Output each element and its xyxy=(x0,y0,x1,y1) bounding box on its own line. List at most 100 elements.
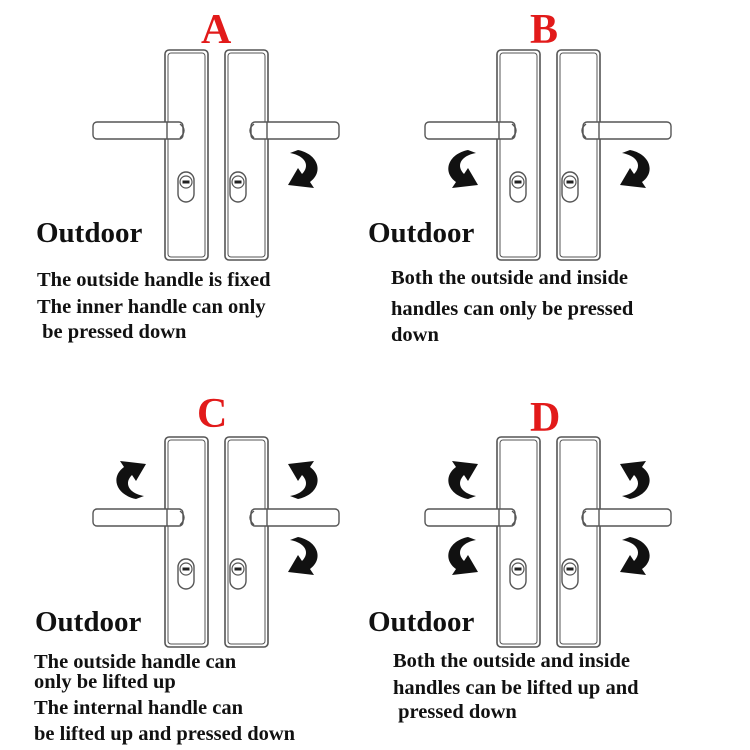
arrow-inside-down-icon xyxy=(620,537,650,575)
outside-plate xyxy=(164,49,209,261)
plate-inner xyxy=(559,439,598,645)
plate-inner xyxy=(499,52,538,258)
lock-group xyxy=(424,49,672,261)
inside-plate xyxy=(556,49,601,261)
handle-rose xyxy=(249,510,255,526)
plate-outer xyxy=(224,436,269,648)
lock-diagram xyxy=(92,49,340,261)
keyhole-ring xyxy=(511,175,525,189)
keyhole-slot xyxy=(182,180,190,184)
key-cylinder xyxy=(177,171,195,203)
keyhole-slot xyxy=(566,567,574,571)
caption: The outside handle is fixed The inner ha… xyxy=(37,270,271,343)
keyhole-slot xyxy=(182,567,190,571)
plate-outer xyxy=(556,49,601,261)
lock-group xyxy=(92,436,340,648)
key-cylinder xyxy=(561,171,579,203)
arrow-inside-up-icon xyxy=(620,461,650,499)
handle-rose xyxy=(511,123,517,139)
arrow-inside-up-icon xyxy=(288,461,318,499)
keyhole-ring xyxy=(511,562,525,576)
inside-plate xyxy=(224,436,269,648)
lock-group xyxy=(92,49,340,261)
plate-outer xyxy=(164,436,209,648)
handle-rose xyxy=(511,510,517,526)
plate-outer xyxy=(224,49,269,261)
caption-line: Both the outside and inside xyxy=(391,267,628,289)
panel-b: B Outdoor Both the outside and inside ha… xyxy=(368,0,750,375)
caption-line: down xyxy=(391,324,439,346)
outside-plate xyxy=(496,436,541,648)
arrow-outside-down-icon xyxy=(448,150,478,188)
arrow-outside-up-icon xyxy=(116,461,146,499)
handle-rose xyxy=(581,123,587,139)
handle-rose xyxy=(249,123,255,139)
plate-outer xyxy=(496,49,541,261)
plate-inner xyxy=(499,439,538,645)
keyhole-slot xyxy=(514,180,522,184)
inside-handle xyxy=(581,508,672,527)
handle-lever xyxy=(424,508,516,527)
panel-letter: C xyxy=(197,391,228,437)
key-cylinder xyxy=(561,558,579,590)
keyhole-slot xyxy=(234,567,242,571)
handle-rose xyxy=(179,510,185,526)
caption: Both the outside and inside handles can … xyxy=(393,651,639,723)
key-cylinder xyxy=(509,558,527,590)
inside-handle xyxy=(249,121,340,140)
key-cylinder xyxy=(509,171,527,203)
caption-line: Both the outside and inside xyxy=(393,650,630,672)
outside-handle xyxy=(424,121,517,140)
inside-plate xyxy=(224,49,269,261)
panel-letter: D xyxy=(530,395,561,441)
key-cylinder xyxy=(177,558,195,590)
caption-line: handles can be lifted up and xyxy=(393,677,639,699)
handle-lever xyxy=(582,508,672,527)
outside-plate xyxy=(164,436,209,648)
caption-line: handles can only be pressed xyxy=(391,298,634,320)
outdoor-label: Outdoor xyxy=(368,606,475,638)
caption-line: The outside handle is fixed xyxy=(37,269,271,291)
lock-diagram xyxy=(424,436,672,648)
outdoor-label: Outdoor xyxy=(35,606,142,638)
caption-line: The outside handle can xyxy=(34,651,237,673)
arrow-outside-down-icon xyxy=(448,537,478,575)
handle-lever xyxy=(582,121,672,140)
keyhole-ring xyxy=(179,175,193,189)
handle-lever xyxy=(424,121,516,140)
outside-handle xyxy=(92,121,185,140)
outdoor-label: Outdoor xyxy=(368,217,475,249)
handle-rose xyxy=(581,510,587,526)
keyhole-ring xyxy=(563,562,577,576)
key-cylinder xyxy=(229,558,247,590)
plate-inner xyxy=(167,52,206,258)
caption-line: be lifted up and pressed down xyxy=(34,723,296,745)
plate-inner xyxy=(227,439,266,645)
outside-plate xyxy=(496,49,541,261)
handle-lever xyxy=(92,121,184,140)
lock-group xyxy=(424,436,672,648)
handle-lever xyxy=(92,508,184,527)
keyhole-slot xyxy=(566,180,574,184)
keyhole-slot xyxy=(234,180,242,184)
keyhole-slot xyxy=(514,567,522,571)
plate-outer xyxy=(496,436,541,648)
lock-diagram xyxy=(92,436,340,648)
arrow-inside-down-icon xyxy=(288,537,318,575)
keyhole-ring xyxy=(231,175,245,189)
arrow-inside-down-icon xyxy=(620,150,650,188)
caption-line: The inner handle can only xyxy=(37,296,266,318)
panel-letter: A xyxy=(201,7,232,53)
caption: The outside handle can only be lifted up… xyxy=(34,652,295,745)
arrow-outside-up-icon xyxy=(448,461,478,499)
arrow-inside-down-icon xyxy=(288,150,318,188)
keyhole-ring xyxy=(231,562,245,576)
keyhole-ring xyxy=(563,175,577,189)
outside-handle xyxy=(92,508,185,527)
keyhole-ring xyxy=(179,562,193,576)
inside-handle xyxy=(249,508,340,527)
plate-outer xyxy=(164,49,209,261)
inside-plate xyxy=(556,436,601,648)
panel-a: A Outdoor The outside handle is fixed Th… xyxy=(0,0,375,375)
handle-lever xyxy=(250,121,340,140)
